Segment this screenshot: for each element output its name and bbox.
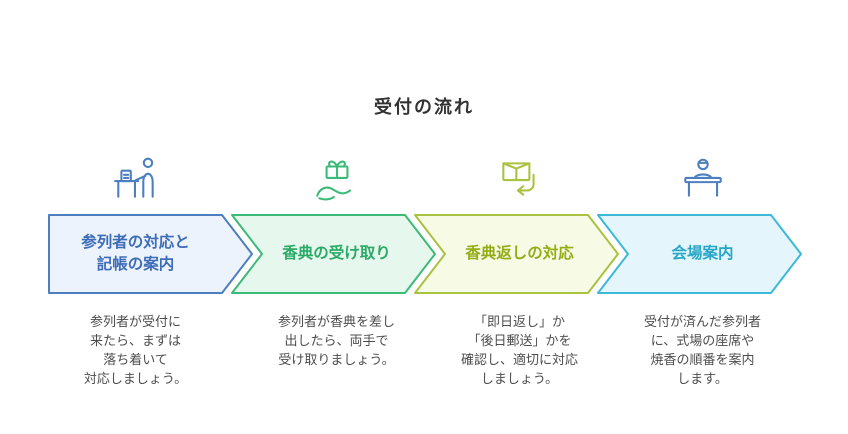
arrow-polygon — [48, 214, 253, 294]
step-description: 受付が済んだ参列者 に、式場の座席や 焼香の順番を案内 します。 — [643, 314, 761, 386]
step-label: 香典返しの対応 — [465, 245, 574, 263]
gift-in-hand-icon — [231, 150, 436, 208]
gift-in-hand-icon-svg — [315, 160, 351, 201]
step-2: 香典の受け取り 参列者が香典を差し 出したら、両手で 受け取りましょう。 — [231, 150, 436, 430]
arrow-polygon — [414, 214, 619, 294]
step-label: 参列者の対応と 記帳の案内 — [81, 234, 190, 273]
reception-desk-icon-svg — [113, 157, 154, 198]
step-label: 香典の受け取り — [282, 245, 391, 263]
step-1: 参列者の対応と 記帳の案内 参列者が受付に 来たら、まずは 落ち着いて 対応しま… — [48, 150, 253, 430]
arrow-polygon — [231, 214, 436, 294]
arrow-shape — [414, 214, 619, 294]
reception-desk-icon — [48, 150, 253, 208]
arrow-polygon — [597, 214, 802, 294]
step-description: 参列者が受付に 来たら、まずは 落ち着いて 対応しましょう。 — [83, 314, 188, 386]
step-description: 参列者が香典を差し 出したら、両手で 受け取りましょう。 — [277, 314, 395, 367]
step-description: 「即日返し」か 「後日郵送」かを 確認し、適切に対応 しましょう。 — [460, 314, 578, 386]
arrow-shape — [48, 214, 253, 294]
diagram-title: 受付の流れ — [374, 97, 474, 117]
step-3: 香典返しの対応 「即日返し」か 「後日郵送」かを 確認し、適切に対応 しましょう… — [414, 150, 619, 430]
venue-guide-desk-icon-svg — [683, 158, 722, 197]
arrow-shape — [231, 214, 436, 294]
return-package-icon — [414, 150, 619, 208]
return-package-icon-svg — [501, 162, 535, 196]
step-4: 会場案内 受付が済んだ参列者 に、式場の座席や 焼香の順番を案内 します。 — [597, 150, 802, 430]
step-label: 会場案内 — [671, 245, 734, 263]
venue-guide-desk-icon — [597, 150, 802, 208]
arrow-shape — [597, 214, 802, 294]
